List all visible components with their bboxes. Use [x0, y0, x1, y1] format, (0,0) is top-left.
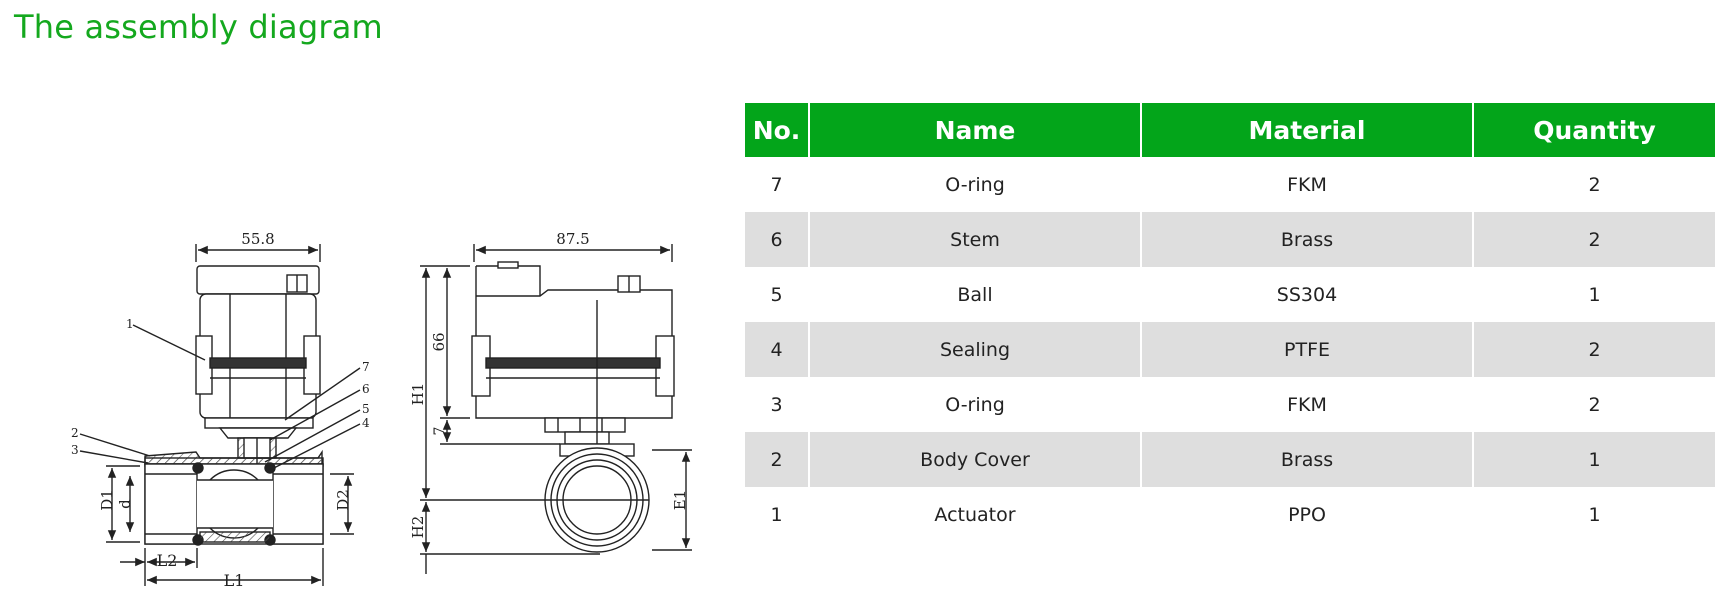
cell-name: Stem: [809, 212, 1142, 267]
dim-L1: L1: [224, 571, 245, 590]
cell-no: 1: [745, 487, 810, 542]
callout-6: 6: [362, 382, 370, 396]
callout-3: 3: [71, 443, 79, 457]
cell-qty: 1: [1588, 503, 1601, 526]
callout-5: 5: [362, 402, 370, 416]
dim-H2: H2: [409, 516, 427, 539]
table-row: 7 O-ring FKM 2: [745, 157, 1715, 212]
cell-name: O-ring: [809, 377, 1142, 432]
assembly-diagram: 55.8 D1 d D2 L2 L1 1 2 3 4 5 6 7: [71, 230, 692, 590]
cell-no: 2: [745, 432, 810, 487]
parts-table-header: No. Name Material Quantity: [745, 103, 1715, 157]
header-name: Name: [809, 103, 1142, 157]
cell-material: PPO: [1141, 487, 1474, 542]
dim-66: 66: [430, 332, 448, 351]
table-row: 1 Actuator PPO 1: [745, 487, 1715, 542]
dim-D2: D2: [334, 489, 352, 511]
dim-d: d: [116, 499, 134, 509]
cell-no: 6: [745, 212, 810, 267]
table-row: 2 Body Cover Brass 1: [745, 432, 1715, 487]
dim-7: 7: [432, 427, 448, 436]
callout-2: 2: [71, 426, 79, 440]
cell-no: 7: [745, 157, 810, 212]
cell-qty: 1: [1473, 432, 1715, 487]
dim-D1: D1: [98, 489, 116, 511]
cell-material: FKM: [1141, 377, 1474, 432]
table-row: 5 Ball SS304 1: [745, 267, 1715, 322]
cell-name: Sealing: [809, 322, 1142, 377]
callout-7: 7: [362, 360, 370, 374]
cell-material: Brass: [1141, 212, 1474, 267]
cell-no: 5: [745, 267, 810, 322]
cell-material: Brass: [1141, 432, 1474, 487]
cell-qty: 2: [1588, 393, 1601, 416]
cell-qty: 2: [1473, 322, 1715, 377]
cell-material: FKM: [1141, 157, 1474, 212]
callout-4: 4: [362, 416, 370, 430]
page-title: The assembly diagram: [14, 8, 383, 46]
table-row: 3 O-ring FKM 2: [745, 377, 1715, 432]
cell-qty: 2: [1588, 173, 1601, 196]
table-row: 6 Stem Brass 2: [745, 212, 1715, 267]
dim-E1: E1: [671, 490, 689, 511]
cell-name: Ball: [809, 267, 1142, 322]
callout-1: 1: [126, 317, 134, 331]
header-quantity: Quantity: [1473, 103, 1715, 157]
dim-L2: L2: [157, 551, 178, 570]
cell-no: 4: [745, 322, 810, 377]
dim-H1: H1: [409, 383, 427, 406]
cell-qty: 2: [1473, 212, 1715, 267]
cell-name: O-ring: [809, 157, 1142, 212]
cell-no: 3: [745, 377, 810, 432]
cell-name: Actuator: [809, 487, 1142, 542]
front-view: [79, 244, 361, 586]
cell-material: SS304: [1141, 267, 1474, 322]
dim-front-width: 55.8: [241, 230, 274, 248]
side-view: [420, 244, 692, 574]
parts-table: No. Name Material Quantity 7 O-ring FKM …: [745, 103, 1715, 542]
cell-qty: 1: [1588, 283, 1601, 306]
header-material: Material: [1141, 103, 1474, 157]
cell-name: Body Cover: [809, 432, 1142, 487]
dim-side-width: 87.5: [556, 230, 589, 248]
table-row: 4 Sealing PTFE 2: [745, 322, 1715, 377]
cell-material: PTFE: [1141, 322, 1474, 377]
header-no: No.: [745, 103, 810, 157]
